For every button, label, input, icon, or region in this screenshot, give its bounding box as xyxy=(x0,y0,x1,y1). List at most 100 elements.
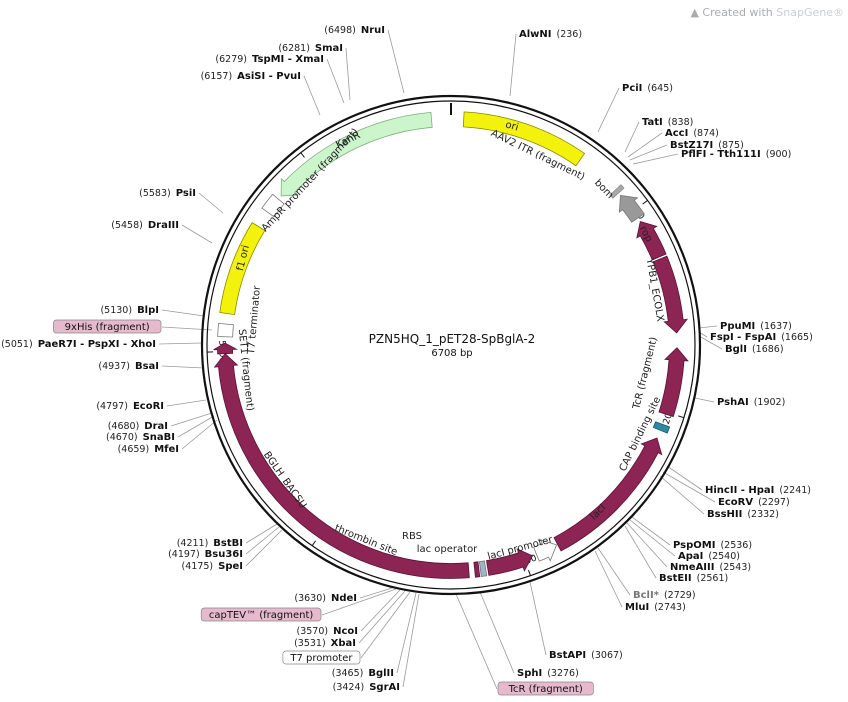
site-position: (4211) xyxy=(177,538,209,549)
site-position: (3570) xyxy=(297,626,329,637)
site-leader-bstapi xyxy=(529,581,547,656)
site-position: (4937) xyxy=(98,361,130,372)
site-label-hincii-hpai: HincII - HpaI(2241) xyxy=(705,485,811,496)
feature-laci-promoter xyxy=(533,539,558,562)
site-name: XbaI xyxy=(331,638,356,649)
site-position: (6279) xyxy=(215,54,247,65)
site-name: PshAI xyxy=(717,397,749,408)
site-label-alwni: AlwNI(236) xyxy=(519,29,582,40)
site-label-nmeaiii: NmeAIII(2543) xyxy=(670,562,751,573)
site-position: (2297) xyxy=(758,497,790,508)
site-label-bstbi: (4211)BstBI xyxy=(177,538,243,549)
site-position: (875) xyxy=(718,140,744,151)
site-position: (4197) xyxy=(168,549,200,560)
site-leader-hincii-hpai xyxy=(666,465,703,491)
feature-ypb1-ecolx xyxy=(652,255,688,334)
feature-rop xyxy=(636,221,667,261)
site-leader-sphi xyxy=(479,591,515,674)
site-position: (838) xyxy=(668,117,694,128)
feature-label-ori: ori xyxy=(504,119,520,133)
plasmid-length: 6708 bp xyxy=(431,348,472,359)
site-label-ndei: (3630)NdeI xyxy=(294,593,357,604)
site-name: EcoRV xyxy=(718,497,753,508)
site-leader-paer7i-pspxi-xhoi xyxy=(158,342,204,345)
site-leader-bsteii xyxy=(624,525,657,579)
site-leader-bglii xyxy=(396,592,417,674)
site-position: (2543) xyxy=(719,562,751,573)
credit-prefix: Created with xyxy=(702,6,777,19)
site-label-ncoi: (3570)NcoI xyxy=(297,626,358,637)
feature-t7-terminator xyxy=(217,322,234,338)
site-label-bglii: (3465) BglII xyxy=(332,668,394,679)
site-name: PflFI - Tth111I xyxy=(681,149,761,160)
site-leader-bcli xyxy=(597,547,631,596)
site-label-pflfi-tth111i: PflFI - Tth111I(900) xyxy=(681,149,791,160)
map-center: PZN5HQ_1_pET28-SpBglA-2 6708 bp xyxy=(369,332,536,359)
site-name: BstZ17I xyxy=(670,140,713,151)
site-leader-t7-promoter xyxy=(360,591,411,659)
snapgene-credit: ▲ Created with SnapGene® xyxy=(690,6,844,19)
backbone-inner-circle xyxy=(206,100,696,590)
feature-kanr xyxy=(280,111,433,197)
site-label-nrui: (6498)NruI xyxy=(324,25,385,36)
site-name: MluI xyxy=(625,602,649,613)
site-name: PpuMI xyxy=(720,321,755,332)
tick-mark-3000 xyxy=(528,569,531,576)
restriction-site-labels: AlwNI(236)PciI(645)TatI(838)AccI(874)Bst… xyxy=(1,25,813,696)
site-position: (1902) xyxy=(754,397,786,408)
site-name: EcoRI xyxy=(133,401,164,412)
site-name: TatI xyxy=(642,117,663,128)
site-leader-ndei xyxy=(359,587,393,599)
site-leader-drai xyxy=(170,412,213,427)
site-name: BglII xyxy=(368,668,394,679)
site-leader-pflfi-tth111i xyxy=(632,153,679,165)
site-leader-asisi-pvui xyxy=(303,75,321,116)
tick-mark-1000 xyxy=(642,200,648,205)
site-box-tcr-fragment xyxy=(497,681,594,696)
site-name: NdeI xyxy=(331,593,357,604)
site-name: BlpI xyxy=(137,305,159,316)
site-position: (3465) xyxy=(332,668,364,679)
site-label-drai: (4680)DraI xyxy=(108,421,168,432)
site-leader-bstz17i xyxy=(629,144,668,161)
site-name: MfeI xyxy=(154,444,179,455)
site-label-pshai: PshAI (1902) xyxy=(717,397,785,408)
feature-label-lac-operator: lac operator xyxy=(417,544,478,555)
site-leader-bsshii xyxy=(659,475,705,515)
site-name: BsaI xyxy=(135,361,159,372)
site-leader-blpi xyxy=(161,309,205,317)
site-leader-bsai xyxy=(161,365,205,369)
site-leader-9xhis-fragment xyxy=(161,326,213,331)
site-label-pcii: PciI(645) xyxy=(622,83,673,94)
site-label-pspomi: PspOMI(2536) xyxy=(673,540,752,551)
site-name: SgrAI xyxy=(369,682,400,693)
site-label-ecorv: EcoRV (2297) xyxy=(718,497,790,508)
site-leader-tspmi-xmai xyxy=(326,58,345,104)
feature-ori xyxy=(462,111,586,167)
site-leader-pshai xyxy=(694,397,715,403)
site-label-draiii: (5458)DraIII xyxy=(111,220,179,231)
site-position: (5130) xyxy=(100,305,132,316)
feature-tcr-fragment xyxy=(658,347,689,418)
feature-label-rbs: RBS xyxy=(402,531,422,542)
site-position: (4659) xyxy=(118,444,150,455)
site-position: (1665) xyxy=(781,332,813,343)
site-label-smai: (6281)SmaI xyxy=(278,43,343,54)
site-label-bstz17i: BstZ17I (875) xyxy=(670,140,744,151)
site-leader-bstbi xyxy=(245,523,278,544)
feature-arrows xyxy=(213,111,689,579)
site-label-9xhis-fragment: 9xHis (fragment) xyxy=(65,322,150,333)
feature-cap-binding-site xyxy=(652,421,671,434)
site-leader-apai xyxy=(629,519,676,557)
site-position: (2241) xyxy=(779,485,811,496)
tick-mark-4000 xyxy=(311,540,317,546)
site-position: (2540) xyxy=(708,551,740,562)
site-name: AsiSI - PvuI xyxy=(237,71,301,82)
site-label-sgrai: (3424)SgrAI xyxy=(333,682,400,693)
site-name: PspOMI xyxy=(673,540,715,551)
site-label-blpi: (5130) BlpI xyxy=(100,305,159,316)
site-position: (2729) xyxy=(664,590,696,601)
feature-thrombin-site xyxy=(473,561,481,578)
site-box-9xhis-fragment xyxy=(53,319,162,334)
site-label-bgli: BglI(1686) xyxy=(725,344,784,355)
